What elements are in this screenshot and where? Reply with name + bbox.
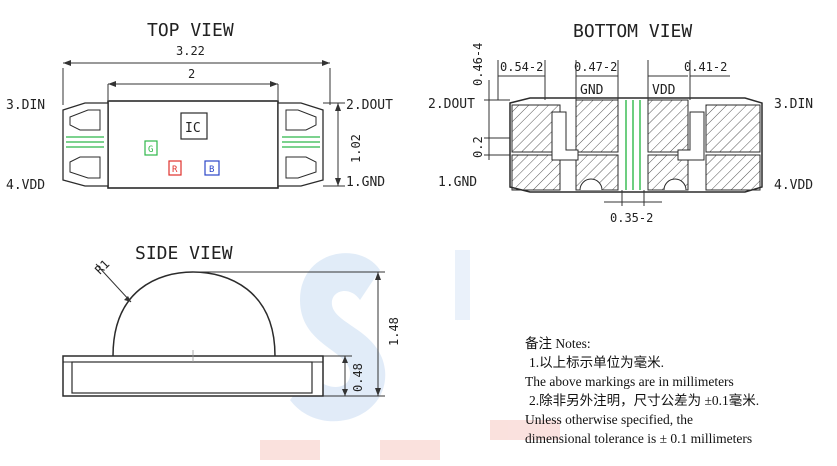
pad-vdd-hatched	[647, 99, 689, 153]
lead-pad-lower-right	[285, 156, 317, 179]
bv-pin2-label: 2.DOUT	[428, 97, 475, 112]
dim-right-pad-label: 0.41-2	[684, 60, 727, 74]
dim-total-label: 3.22	[176, 44, 205, 58]
green-die-label: G	[148, 145, 153, 155]
arrow-head	[63, 60, 71, 66]
dim-base-height-label: 0.48	[351, 363, 365, 392]
pad-right-hatched	[705, 104, 761, 153]
radius-label: R1	[92, 257, 112, 277]
arrow-head	[335, 103, 341, 111]
arrow-head	[375, 272, 381, 280]
pocket-left	[551, 111, 579, 161]
bottom-view-title: BOTTOM VIEW	[573, 21, 692, 42]
pin3-label: 3.DIN	[6, 98, 45, 113]
pin2-label: 2.DOUT	[346, 98, 393, 113]
dim-gap-label: 0.2	[471, 136, 485, 158]
dim-side-label: 0.46-4	[471, 43, 485, 86]
red-die-label: R	[172, 165, 178, 175]
side-view: SIDE VIEW R1 1.48 0.48	[62, 243, 401, 397]
vdd-label: VDD	[652, 83, 676, 98]
half-circle-notch	[663, 178, 687, 191]
red-die	[168, 160, 182, 176]
ic-chip	[180, 112, 208, 140]
pad-dout-hatched	[511, 154, 561, 191]
arrow-head	[375, 388, 381, 396]
notes-block: 备注 Notes: 1.以上标示单位为毫米. The above marking…	[525, 334, 830, 448]
left-lead-frame	[62, 102, 109, 187]
lens-dome	[112, 271, 276, 357]
pin1-label: 1.GND	[346, 175, 385, 190]
dim-mid-pad-label: 0.47-2	[574, 60, 617, 74]
half-circle-notch	[579, 178, 603, 191]
arrow-head	[342, 356, 348, 363]
note-1-cn: 1.以上标示单位为毫米.	[529, 355, 664, 370]
dim-left-pad-label: 0.54-2	[500, 60, 543, 74]
pin4-label: 4.VDD	[6, 178, 45, 193]
green-die	[144, 140, 158, 156]
pad-gnd-hatched	[575, 99, 619, 153]
dim-total-height-label: 1.48	[387, 317, 401, 346]
arrow-head	[124, 296, 131, 302]
arrow-head	[270, 81, 278, 87]
bv-pin4-label: 4.VDD	[774, 178, 813, 193]
lead-pad-upper-left	[69, 109, 101, 131]
gnd-label: GND	[580, 83, 604, 98]
note-1-en: The above markings are in millimeters	[525, 374, 734, 389]
dim-center-label: 0.35-2	[610, 211, 653, 225]
bottom-view: BOTTOM VIEW 0.54-2 0.47-2 0.41-2	[428, 21, 813, 225]
ic-label: IC	[185, 121, 201, 136]
lead-pad-upper-right	[285, 109, 317, 131]
bv-pin3-label: 3.DIN	[774, 97, 813, 112]
base-inner	[71, 361, 313, 394]
bv-pin1-label: 1.GND	[438, 175, 477, 190]
side-view-title: SIDE VIEW	[135, 243, 233, 264]
arrow-head	[108, 81, 116, 87]
dim-height-label: 1.02	[349, 134, 363, 163]
top-view-title: TOP VIEW	[147, 20, 234, 41]
arrow-head	[322, 60, 330, 66]
arrow-head	[335, 178, 341, 186]
top-view: TOP VIEW 3.22 2 IC G	[6, 20, 393, 193]
notes-title: 备注 Notes:	[525, 336, 591, 351]
note-2-cn: 2.除非另外注明，尺寸公差为 ±0.1毫米.	[529, 393, 760, 408]
note-2-en-line2: dimensional tolerance is ± 0.1 millimete…	[525, 431, 753, 446]
right-lead-frame	[277, 102, 324, 187]
blue-die-label: B	[209, 165, 214, 175]
blue-die	[204, 160, 220, 176]
note-2-en-line1: Unless otherwise specified, the	[525, 412, 693, 427]
pad-right-lower-hatched	[705, 154, 761, 191]
pocket-right	[677, 111, 705, 161]
watermark-logo	[260, 250, 560, 460]
radius-leader	[95, 263, 132, 303]
dim-body-label: 2	[188, 67, 195, 81]
lead-pad-lower-left	[69, 156, 101, 179]
arrow-head	[342, 389, 348, 396]
